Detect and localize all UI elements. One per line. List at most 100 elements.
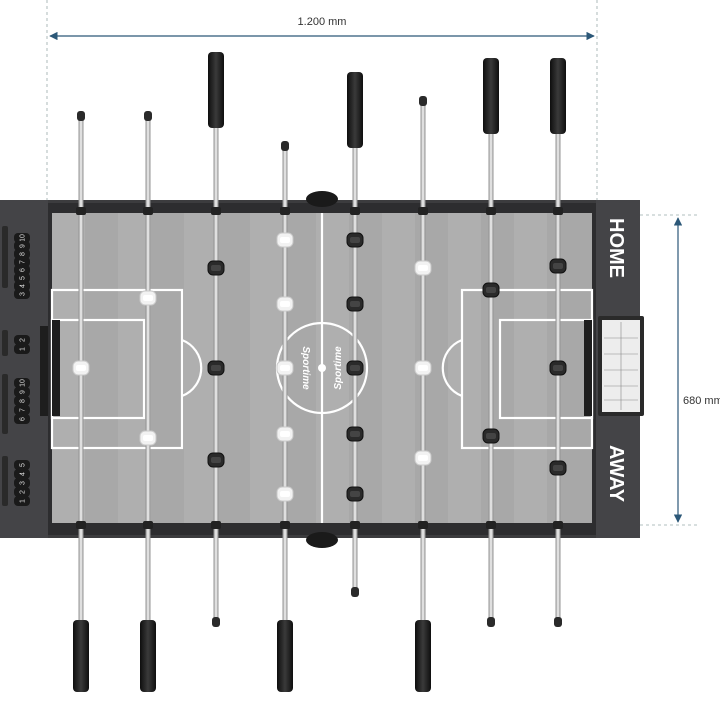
player-head (418, 365, 428, 371)
rod-5 (346, 72, 364, 597)
score-card (598, 316, 644, 416)
ball-entry-top (306, 191, 338, 207)
counter-bottom-b-number: 7 (20, 408, 27, 412)
player-head (211, 365, 221, 371)
counter-rail (2, 226, 8, 288)
player-head (350, 365, 360, 371)
rod-bearing (143, 207, 153, 215)
rod-bearing (143, 521, 153, 529)
grip-handle (73, 620, 89, 692)
rod-8 (549, 58, 567, 627)
grip-handle (415, 620, 431, 692)
rod-bearing (280, 207, 290, 215)
counter-bottom-a-number: 3 (20, 481, 27, 485)
counter-bottom-b-bead (14, 405, 30, 415)
counter-top-b-bead (14, 241, 30, 251)
rod-bearing (211, 521, 221, 529)
counter-bottom-b-bead (14, 396, 30, 406)
rod-bearing (280, 521, 290, 529)
right-goal (584, 320, 592, 416)
player-head (143, 295, 153, 301)
ball-entry-bottom (306, 532, 338, 548)
counter-top-b-number: 7 (20, 260, 27, 264)
width-dimension: 1.200 mm (46, 0, 598, 200)
height-dimension: 680 mm (640, 214, 720, 526)
counter-top-b-number: 5 (20, 276, 27, 280)
brand-text-left: Sportime (300, 346, 311, 390)
counter-bottom-a-number: 2 (20, 490, 27, 494)
rod-4 (276, 141, 294, 692)
player-head (350, 237, 360, 243)
counter-top-b-bead (14, 281, 30, 291)
counter-top-b-number: 9 (20, 244, 27, 248)
player-head (280, 301, 290, 307)
rod-7 (482, 58, 500, 627)
rod-2 (139, 111, 157, 692)
player-head (211, 265, 221, 271)
rod-bearing (486, 521, 496, 529)
counter-rail (2, 330, 8, 356)
counter-top-b-bead (14, 249, 30, 259)
counter-top-b-bead (14, 233, 30, 243)
counter-top-a-bead (14, 344, 30, 354)
left-goal-slot (40, 326, 48, 416)
player-head (350, 491, 360, 497)
counter-bottom-a-bead (14, 469, 30, 479)
counter-top-b-number: 3 (20, 292, 27, 296)
home-label: HOME (605, 218, 627, 278)
rod-shaft (488, 120, 494, 623)
player-head (350, 301, 360, 307)
grip-handle (208, 52, 224, 128)
height-label: 680 mm (683, 395, 720, 407)
counter-bottom-a-number: 4 (20, 472, 27, 476)
player-head (553, 263, 563, 269)
counter-bottom-a-bead (14, 496, 30, 506)
counter-top-b-number: 8 (20, 252, 27, 256)
player-head (143, 435, 153, 441)
counter-bottom-b-bead (14, 414, 30, 424)
rod-bearing (76, 207, 86, 215)
player-head (211, 457, 221, 463)
rod-end-cap (212, 617, 220, 627)
player-head (280, 491, 290, 497)
counter-top-b-number: 4 (20, 284, 27, 288)
counter-bottom-a-bead (14, 487, 30, 497)
rod-bearing (350, 207, 360, 215)
rod-end-cap (144, 111, 152, 121)
player-head (350, 431, 360, 437)
player-head (418, 265, 428, 271)
player-head (280, 431, 290, 437)
counter-top-b-number: 6 (20, 268, 27, 272)
rod-end-cap (419, 96, 427, 106)
counter-top-b-bead (14, 257, 30, 267)
counter-bottom-a-number: 1 (20, 499, 27, 503)
counter-top-a-bead (14, 335, 30, 345)
rod-shaft (282, 143, 288, 630)
counter-bottom-b-bead (14, 387, 30, 397)
counter-bottom-b-bead (14, 378, 30, 388)
player-head (486, 287, 496, 293)
player-head (280, 365, 290, 371)
counter-top-b-bead (14, 265, 30, 275)
left-goal (52, 320, 60, 416)
counter-top-a-number: 2 (20, 338, 27, 342)
counter-top-a-number: 1 (20, 347, 27, 351)
rod-bearing (350, 521, 360, 529)
away-label: AWAY (605, 445, 627, 503)
player-head (418, 455, 428, 461)
counter-bottom-b-number: 9 (20, 390, 27, 394)
counter-bottom-b-number: 10 (20, 379, 27, 387)
counter-rail (2, 374, 8, 434)
counter-bottom-b-number: 8 (20, 399, 27, 403)
grip-handle (140, 620, 156, 692)
rods-group (72, 52, 567, 692)
player-head (280, 237, 290, 243)
rod-end-cap (487, 617, 495, 627)
player-head (553, 365, 563, 371)
rod-6 (414, 96, 432, 692)
rod-end-cap (281, 141, 289, 151)
rod-shaft (352, 120, 358, 593)
